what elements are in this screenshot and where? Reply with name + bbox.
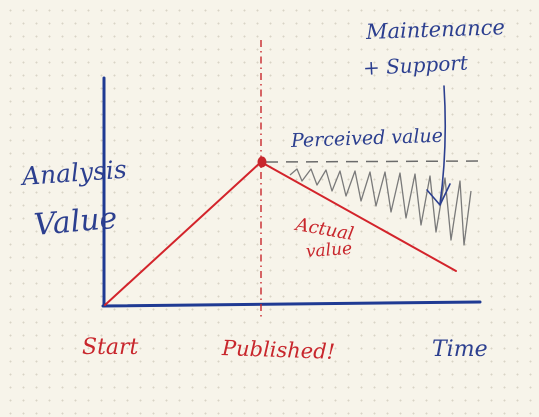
actual-value-line [104, 161, 457, 306]
peak-point [257, 156, 267, 168]
support-arrow [439, 85, 446, 205]
time-label: Time [432, 337, 488, 362]
maintenance-hatch [289, 168, 472, 246]
start-label: Start [82, 335, 139, 360]
actual-value-label-line2: value [305, 238, 353, 262]
x-axis [101, 300, 482, 308]
published-label: Published! [221, 336, 336, 364]
maintenance-label-line1: Maintenance [365, 15, 506, 44]
y-axis-label-line2: Value [32, 200, 119, 243]
arrowhead-icon [426, 183, 451, 206]
perceived-value-line [265, 160, 487, 163]
